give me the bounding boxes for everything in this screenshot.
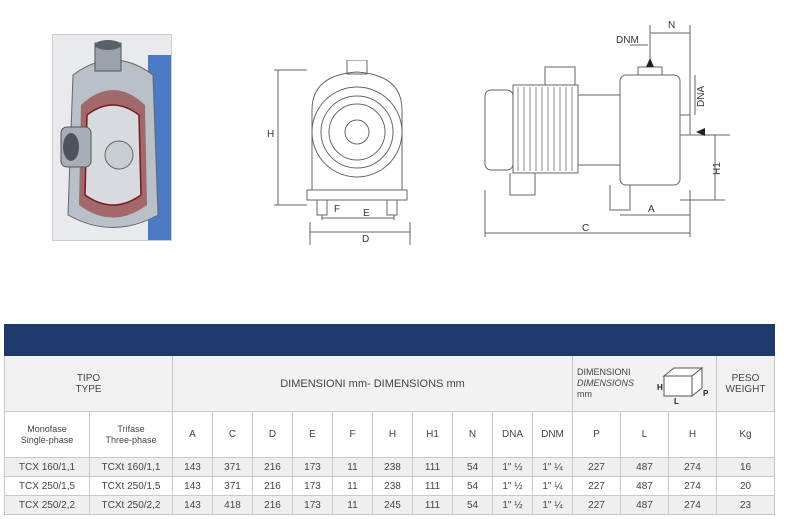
col-header: L	[620, 411, 669, 458]
pack-dimensions-header: DIMENSIONI DIMENSIONS mm H L P	[572, 355, 717, 412]
label-h: H	[267, 129, 274, 140]
table-columns-row: Monofase Single-phase Trifase Three-phas…	[4, 411, 775, 458]
type-header: TIPO TYPE	[4, 355, 173, 412]
dimensions-table-container: TIPO TYPE DIMENSIONI mm- DIMENSIONS mm D…	[4, 324, 775, 515]
col-header: H	[668, 411, 717, 458]
label-dna: DNA	[696, 86, 707, 107]
dimensions-table: TIPO TYPE DIMENSIONI mm- DIMENSIONS mm D…	[4, 324, 775, 515]
col-header: F	[332, 411, 373, 458]
col-header: Kg	[716, 411, 775, 458]
pump-cutaway-photo	[52, 34, 172, 241]
label-f: F	[334, 204, 340, 215]
col-header: A	[172, 411, 213, 458]
dimensions-header: DIMENSIONI mm- DIMENSIONS mm	[172, 355, 573, 412]
label-c: C	[582, 223, 589, 234]
table-header-bar	[4, 324, 775, 356]
col-header: DNM	[532, 411, 573, 458]
pump-cutaway-illustration	[53, 35, 171, 240]
side-view-drawing: N DNM DNA H1 A C	[484, 20, 730, 237]
col-header: C	[212, 411, 253, 458]
label-h1: H1	[712, 162, 723, 175]
svg-text:L: L	[674, 397, 679, 404]
svg-text:H: H	[657, 383, 663, 392]
monofase-header: Monofase Single-phase	[4, 411, 90, 458]
col-header: E	[292, 411, 333, 458]
trifase-header: Trifase Three-phase	[89, 411, 173, 458]
weight-header: PESO WEIGHT	[716, 355, 775, 412]
col-header: DNA	[492, 411, 533, 458]
front-view-drawing: H F E D	[267, 60, 411, 245]
table-header-row: TIPO TYPE DIMENSIONI mm- DIMENSIONS mm D…	[4, 355, 775, 412]
col-header: H	[372, 411, 413, 458]
label-a: A	[648, 204, 655, 215]
label-dnm: DNM	[616, 35, 639, 46]
package-box-icon: H L P	[657, 366, 709, 404]
col-header: D	[252, 411, 293, 458]
svg-text:P: P	[703, 389, 709, 398]
col-header: P	[572, 411, 621, 458]
label-n: N	[668, 20, 675, 31]
label-d: D	[362, 234, 369, 245]
col-header: N	[452, 411, 493, 458]
col-header: H1	[412, 411, 453, 458]
label-e: E	[363, 208, 370, 219]
